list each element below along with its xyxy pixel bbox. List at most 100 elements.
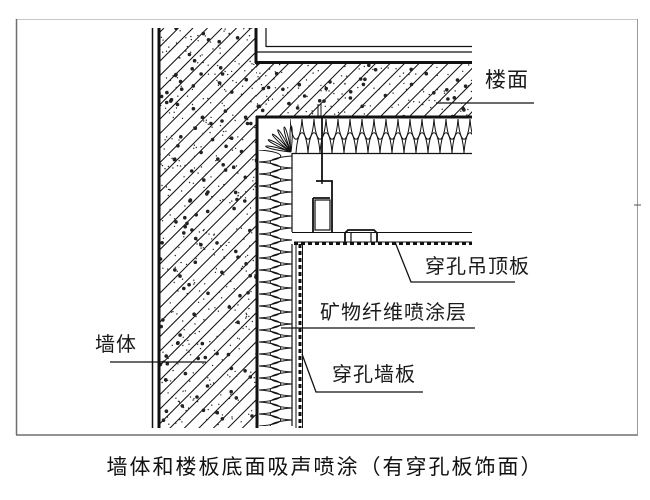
aggregate-dot [167,357,169,360]
aggregate-dot [470,79,472,82]
aggregate-dot [211,126,213,128]
aggregate-dot [172,116,174,119]
aggregate-dot [224,144,228,149]
aggregate-dot [248,315,250,318]
aggregate-dot [160,36,163,38]
aggregate-dot [161,318,165,322]
hatch-line [350,63,406,117]
aggregate-dot [297,82,302,87]
aggregate-dot [165,186,168,188]
aggregate-dot [324,86,329,91]
insulation-corner-loops [265,125,293,153]
aggregate-dot [305,79,308,81]
aggregate-dot [226,352,231,357]
aggregate-dot [161,220,164,222]
aggregate-dot [324,85,327,88]
aggregate-dot [281,71,283,74]
aggregate-dot [228,33,230,35]
aggregate-dot [212,48,214,50]
aggregate-dot [366,71,368,74]
aggregate-dot [243,199,247,203]
hatch-line [278,63,333,117]
aggregate-dot [189,354,192,356]
aggregate-dot [211,298,214,300]
aggregate-dot [248,307,250,310]
aggregate-dot [231,149,234,151]
aggregate-dot [220,72,225,76]
aggregate-dot [186,95,189,97]
aggregate-dot [372,68,374,71]
aggregate-dot [192,372,194,374]
aggregate-dot [196,243,198,245]
aggregate-dot [227,374,229,376]
aggregate-dot [165,90,169,95]
aggregate-dot [447,73,449,76]
aggregate-dot [173,218,176,220]
aggregate-dot [322,99,326,103]
aggregate-dot [312,72,314,74]
aggregate-dot [200,166,203,168]
aggregate-dot [408,99,410,101]
aggregate-dot [174,28,178,31]
aggregate-dot [232,393,234,395]
aggregate-dot [380,67,382,70]
aggregate-dot [357,86,359,89]
aggregate-dot [185,37,187,39]
aggregate-dot [195,111,197,113]
aggregate-dot [182,320,184,322]
aggregate-dot [259,78,261,80]
aggregate-dot [248,28,251,30]
aggregate-dot [215,160,217,162]
aggregate-dot [187,89,190,92]
aggregate-dot [175,422,177,424]
aggregate-dot [343,111,346,113]
aggregate-dot [162,39,164,41]
aggregate-dot [250,290,252,293]
aggregate-dot [224,70,226,73]
aggregate-dot [225,244,227,247]
aggregate-dot [164,316,167,318]
aggregate-dot [187,339,189,342]
aggregate-dot [278,63,281,66]
aggregate-dot [169,380,172,382]
aggregate-dot [430,106,432,109]
aggregate-dot [166,136,168,138]
aggregate-dot [178,79,183,84]
aggregate-dot [223,30,225,32]
aggregate-dot [214,73,216,75]
aggregate-dot [287,112,289,114]
aggregate-dot [173,225,176,228]
aggregate-dot [223,257,226,259]
aggregate-dot [183,236,185,238]
aggregate-dot [199,72,203,76]
concrete-wall [160,28,258,428]
aggregate-dot [223,168,228,172]
hatch-line [321,63,377,117]
aggregate-dot [204,248,206,250]
aggregate-dot [239,256,241,258]
aggregate-dot [187,52,192,57]
aggregate-dot [248,35,251,37]
aggregate-dot [202,362,204,365]
aggregate-dot [210,102,212,104]
aggregate-dot [217,81,222,85]
aggregate-dot [311,113,314,115]
aggregate-dot [178,333,182,337]
hatch-line [256,63,304,112]
aggregate-dot [251,410,253,412]
aggregate-dot [409,82,414,87]
aggregate-dot [409,67,414,72]
aggregate-dot [210,137,215,142]
aggregate-dot [418,101,421,103]
aggregate-dot [169,208,171,211]
aggregate-dot [220,417,225,421]
aggregate-dot [211,195,213,198]
aggregate-dot [228,397,231,400]
aggregate-dot [333,92,335,95]
aggregate-dot [228,137,231,140]
aggregate-dot [162,237,165,239]
aggregate-dot [207,73,210,75]
aggregate-dot [361,82,366,87]
aggregate-dot [179,30,181,32]
aggregate-dot [174,220,178,224]
